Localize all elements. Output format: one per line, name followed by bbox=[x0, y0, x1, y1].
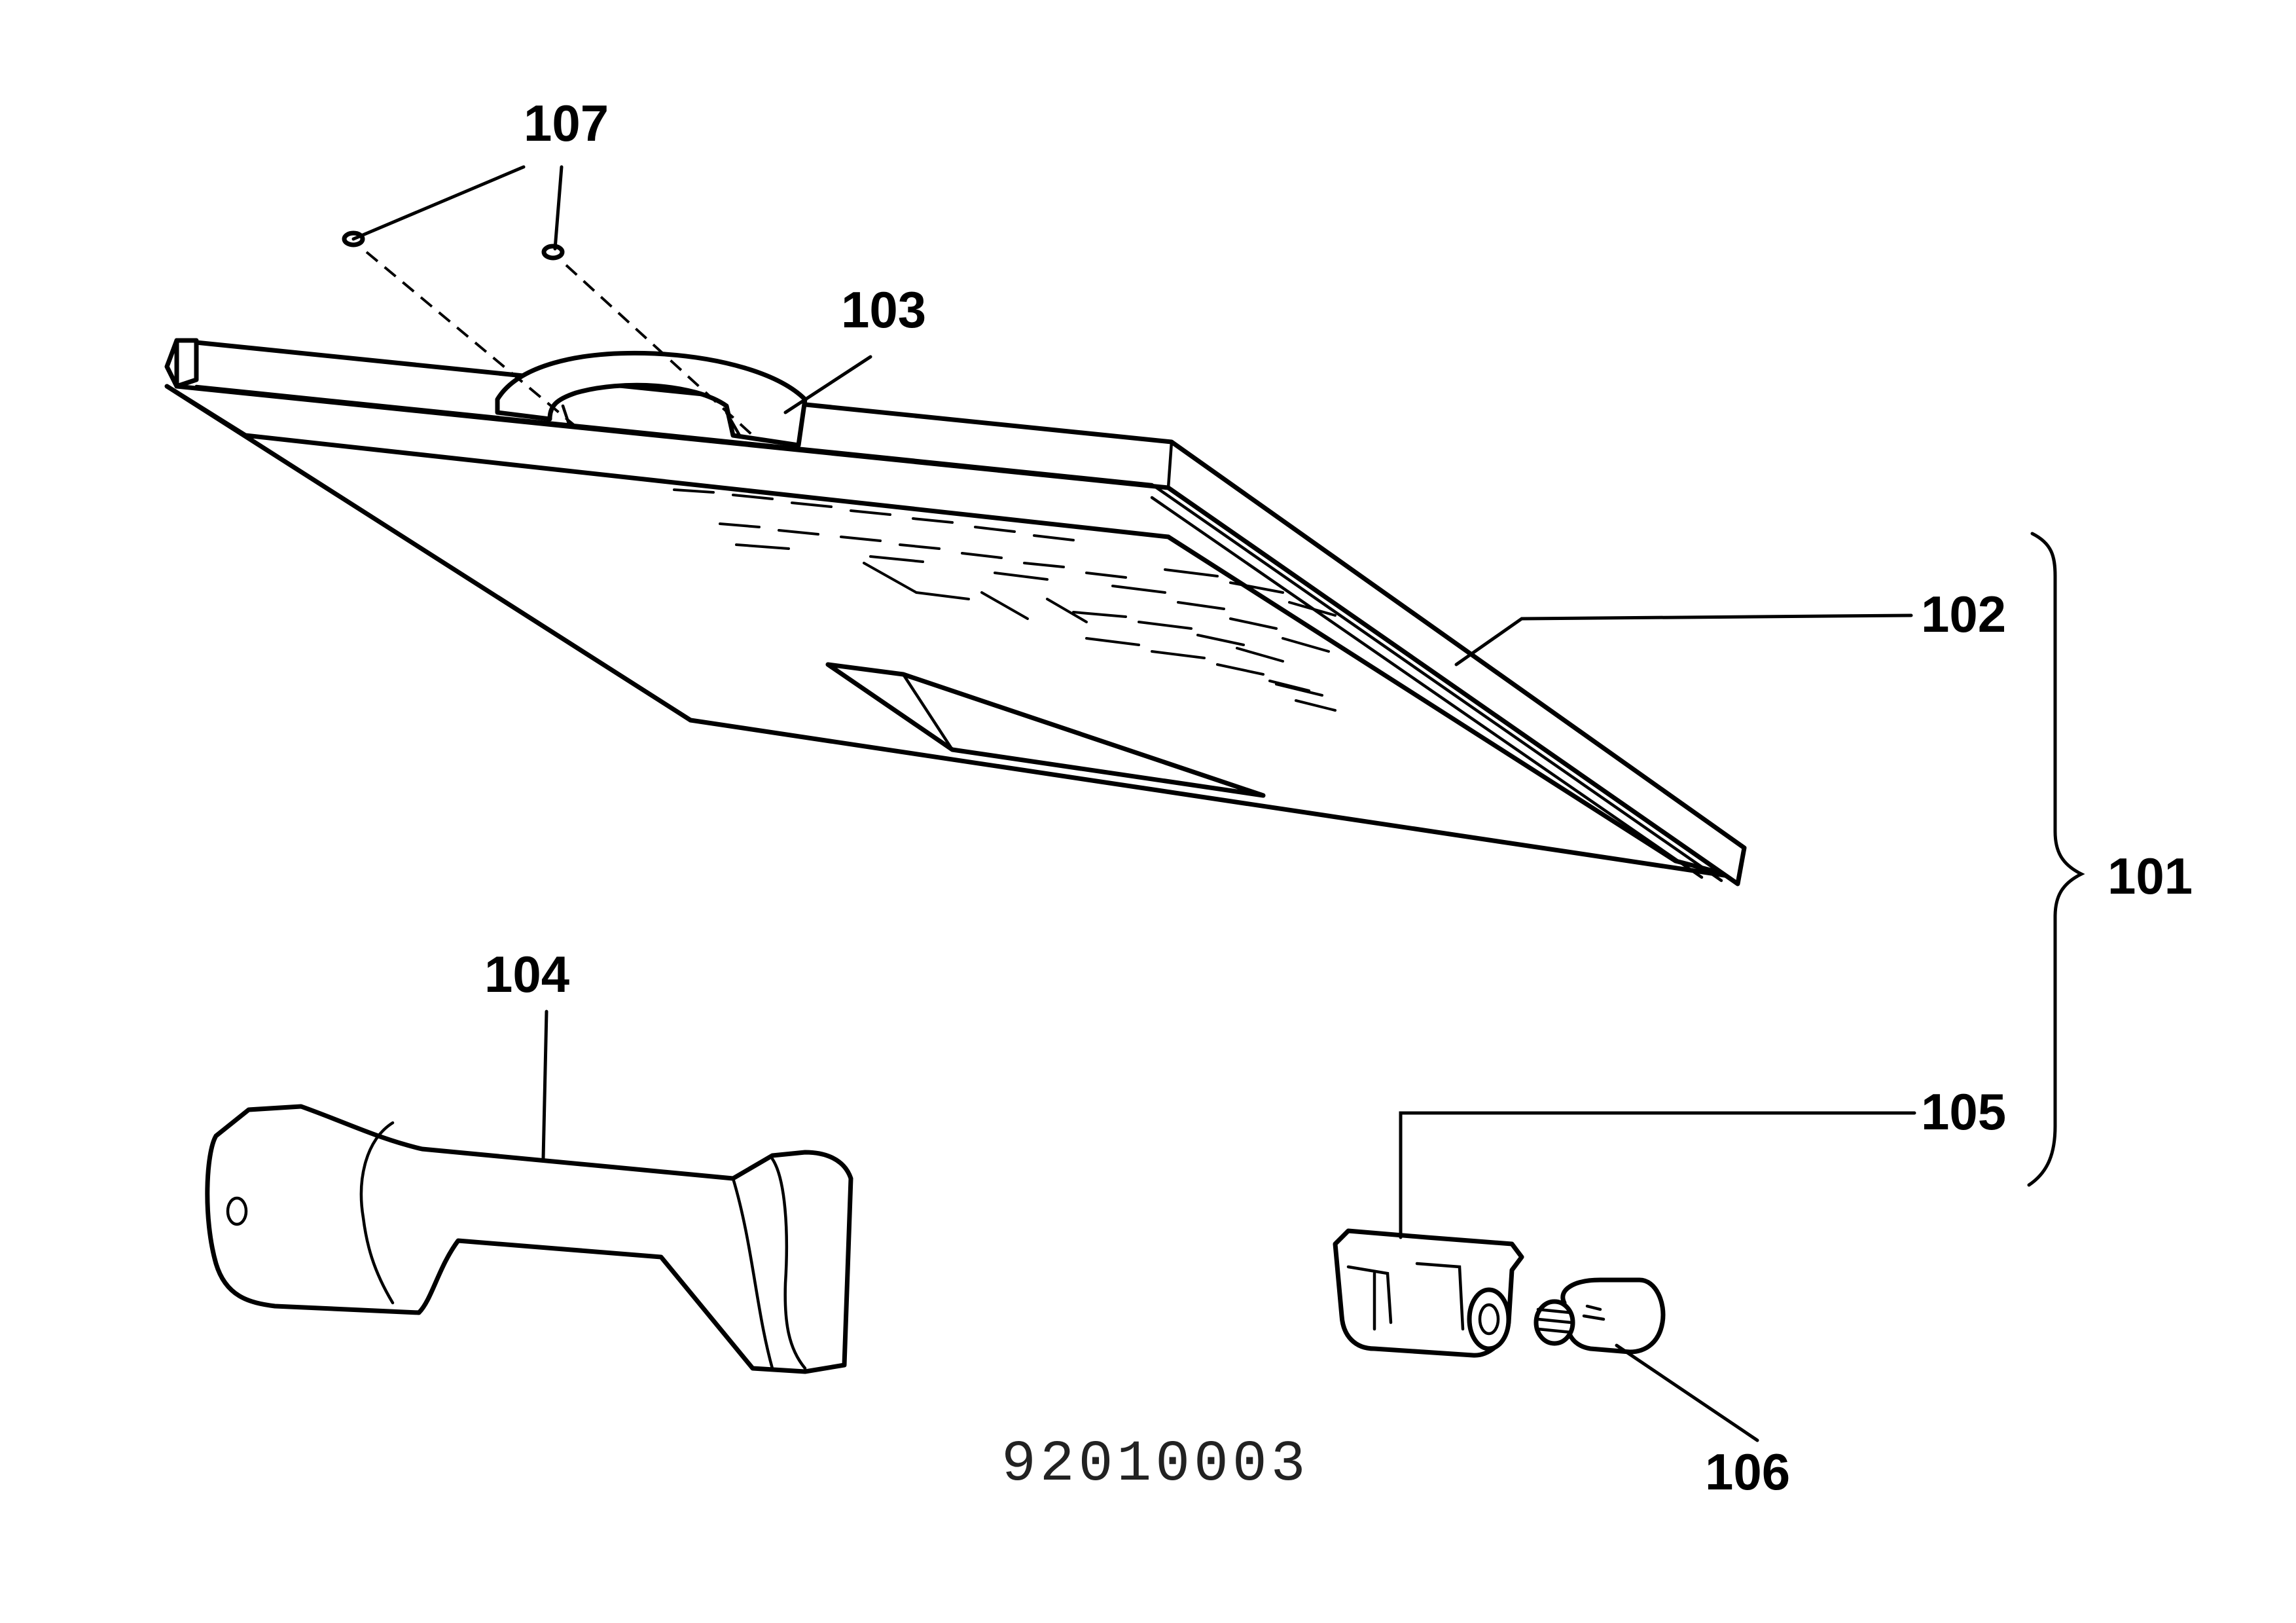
leader-106 bbox=[1615, 1343, 1759, 1442]
hinge-bracket-body bbox=[495, 350, 808, 448]
door-panel-102 bbox=[164, 338, 1747, 886]
label-101: 101 bbox=[2108, 847, 2193, 905]
label-105: 105 bbox=[1921, 1083, 2006, 1140]
door-window bbox=[825, 662, 1266, 798]
label-104: 104 bbox=[484, 945, 569, 1003]
spring-coil-lines bbox=[1536, 1307, 1573, 1334]
hinge-bracket-detail bbox=[561, 404, 742, 437]
door-frame-left-corner bbox=[174, 338, 199, 389]
handle-end-edge-2 bbox=[731, 1176, 774, 1370]
door-vent-hatching bbox=[673, 488, 1336, 712]
hinge-cam-105 bbox=[1333, 1228, 1524, 1358]
assembly-brace-101 bbox=[2027, 532, 2085, 1187]
handle-body bbox=[205, 1104, 853, 1374]
label-102: 102 bbox=[1921, 585, 2006, 643]
pin-marking bbox=[1582, 1304, 1605, 1321]
leader-105 bbox=[1399, 1111, 1916, 1239]
door-frame-corner bbox=[1166, 440, 1174, 490]
handle-end-edge bbox=[770, 1157, 807, 1370]
door-window-edge bbox=[901, 672, 954, 752]
hinge-cam-bore bbox=[1467, 1287, 1511, 1351]
door-frame-top bbox=[164, 338, 1747, 886]
leader-lines bbox=[351, 165, 1916, 1442]
label-103: 103 bbox=[841, 281, 926, 338]
label-107: 107 bbox=[524, 94, 609, 152]
handle-screw-hole bbox=[226, 1196, 248, 1226]
label-106: 106 bbox=[1705, 1443, 1790, 1501]
leader-103 bbox=[783, 355, 872, 414]
handle-grip-edge bbox=[359, 1121, 395, 1305]
leader-104 bbox=[541, 1010, 548, 1161]
hinge-bracket-103 bbox=[495, 350, 808, 448]
spring-pin-106 bbox=[1534, 1277, 1666, 1355]
leader-107-left bbox=[351, 165, 526, 241]
pin-body bbox=[1560, 1277, 1666, 1355]
drawing-number: 92010003 bbox=[1001, 1432, 1309, 1497]
door-frame-inner-edge bbox=[194, 384, 1723, 883]
hinge-cam-detail bbox=[1346, 1262, 1465, 1331]
handle-104 bbox=[205, 1104, 853, 1374]
screw-right bbox=[541, 244, 565, 261]
leader-107-right bbox=[553, 165, 564, 251]
screw-right-axis bbox=[565, 264, 754, 437]
hinge-cam-bore-inner bbox=[1478, 1303, 1500, 1336]
leader-102 bbox=[1454, 613, 1913, 666]
door-frame-inner-edge-2 bbox=[1150, 496, 1704, 879]
